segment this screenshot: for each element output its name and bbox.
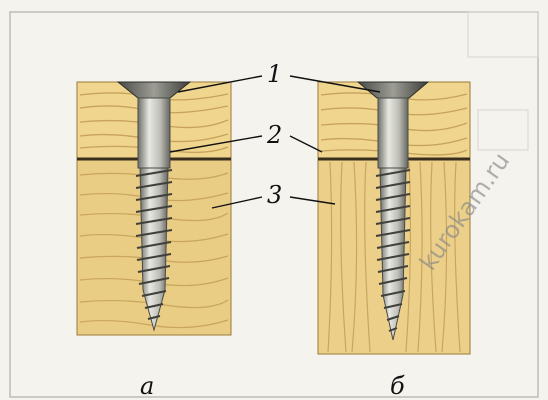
callout-label-3: 3: [267, 181, 282, 209]
corner-box: [468, 12, 538, 57]
leader-2-right: [290, 136, 322, 152]
callout-label-1: 1: [267, 60, 282, 88]
caption-a: а: [140, 372, 154, 400]
panel-b-screw-shank: [378, 98, 408, 168]
callout-label-2: 2: [266, 121, 282, 149]
side-box: [478, 110, 528, 150]
panel-a: [77, 82, 231, 335]
caption-b: б: [390, 372, 405, 400]
panel-a-screw-shank: [138, 98, 170, 168]
